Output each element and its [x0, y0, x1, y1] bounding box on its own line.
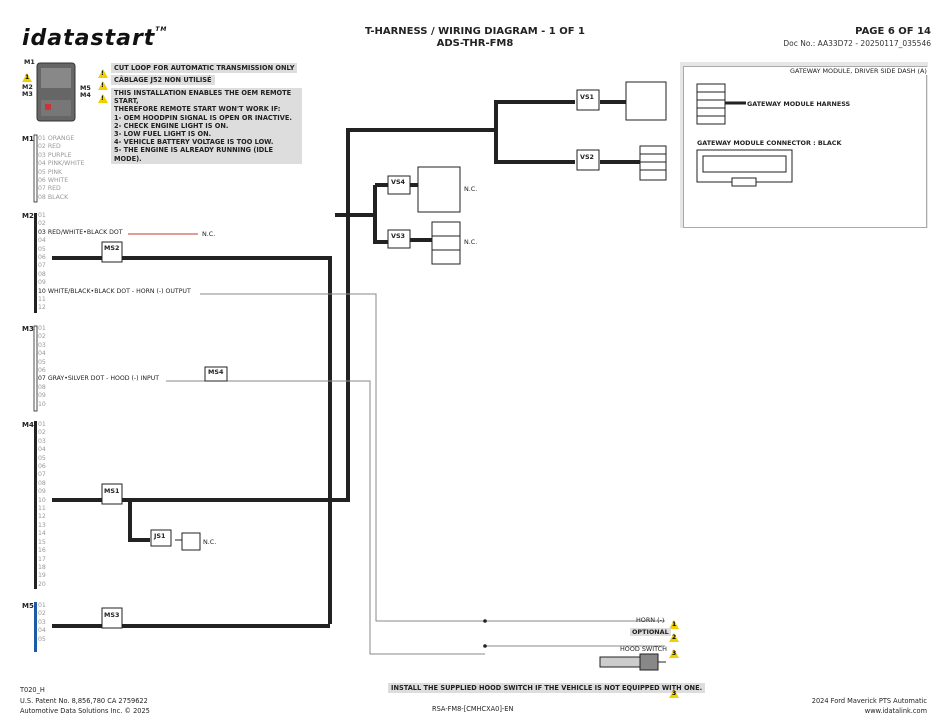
- gateway-title: GATEWAY MODULE, DRIVER SIDE DASH (A): [788, 67, 929, 75]
- wire-junctions: [483, 619, 487, 648]
- nc-label: N.C.: [203, 538, 217, 546]
- gateway-connector-label: GATEWAY MODULE CONNECTOR : BLACK: [697, 139, 842, 147]
- logo-text: idatastart: [22, 26, 156, 51]
- footer-url[interactable]: www.idatalink.com: [864, 707, 927, 715]
- label-m4-top: M4: [80, 91, 91, 99]
- nc-label: N.C.: [202, 230, 216, 238]
- connector-m3-label: M3: [22, 325, 34, 333]
- connector-strips: [33, 134, 38, 652]
- logo-trademark: TM: [155, 26, 168, 33]
- remote-start-module: [36, 62, 76, 122]
- warning-icon: 1: [22, 67, 32, 86]
- footer-patent: U.S. Patent No. 8,856,780 CA 2759622: [20, 697, 148, 705]
- label-m3-top: M3: [22, 90, 33, 98]
- plug-ms4: MS4: [208, 368, 224, 376]
- plug-vs1: VS1: [580, 93, 594, 101]
- brand-logo: idatastartTM: [22, 26, 167, 51]
- warning-icon: 3: [669, 643, 679, 662]
- hood-switch-note: INSTALL THE SUPPLIED HOOD SWITCH IF THE …: [388, 683, 706, 693]
- warning-icon: 2: [669, 627, 679, 646]
- connector-m1-label: M1: [22, 135, 34, 143]
- doc-number: Doc No.: AA33D72 - 20250117_035546: [783, 39, 931, 48]
- title-line1: T-HARNESS / WIRING DIAGRAM - 1 OF 1: [365, 26, 585, 37]
- warning-icon: !: [98, 88, 108, 107]
- plug-ms3: MS3: [104, 611, 120, 619]
- plug-boxes: [101, 89, 600, 629]
- nc-label: N.C.: [464, 185, 478, 193]
- warning-icon: 3: [669, 683, 679, 702]
- plug-vs4: VS4: [391, 178, 405, 186]
- horn-label: HORN (-): [636, 616, 665, 624]
- warning-icon: !: [98, 63, 108, 82]
- note-cablage: CÂBLAGE J52 NON UTILISÉ: [111, 75, 215, 86]
- nc-label: N.C.: [464, 238, 478, 246]
- connector-m2-label: M2: [22, 212, 34, 220]
- hood-switch-icon: [599, 653, 666, 671]
- footer-company: Automotive Data Solutions Inc. © 2025: [20, 707, 150, 715]
- diagram-title: T-HARNESS / WIRING DIAGRAM - 1 OF 1 ADS-…: [330, 26, 620, 50]
- warning-icon: 1: [669, 614, 679, 633]
- main-harness: [52, 100, 640, 628]
- plug-ms2: MS2: [104, 244, 120, 252]
- footer-code: T020_H: [20, 686, 45, 694]
- label-m1-top: M1: [24, 58, 35, 66]
- signal-wires: [128, 233, 665, 655]
- warning-icon: !: [98, 75, 108, 94]
- gateway-harness-label: GATEWAY MODULE HARNESS: [747, 100, 851, 108]
- note-remote-start: THIS INSTALLATION ENABLES THE OEM REMOTE…: [111, 88, 302, 164]
- connector-m5-label: M5: [22, 602, 34, 610]
- plug-vs2: VS2: [580, 153, 594, 161]
- label-m2-top: M2: [22, 83, 33, 91]
- page-info: PAGE 6 OF 14 Doc No.: AA33D72 - 20250117…: [783, 26, 931, 48]
- plug-ms1: MS1: [104, 487, 120, 495]
- plug-js1: JS1: [154, 532, 166, 540]
- vehicle-connectors: [181, 81, 667, 551]
- optional-label: OPTIONAL: [630, 628, 671, 636]
- connector-m4-label: M4: [22, 421, 34, 429]
- label-m5-top: M5: [80, 84, 91, 92]
- title-line2: ADS-THR-FM8: [436, 38, 514, 49]
- gateway-panel: [683, 66, 927, 228]
- footer-vehicle: 2024 Ford Maverick PTS Automatic: [811, 697, 927, 705]
- plug-vs3: VS3: [391, 232, 405, 240]
- hood-switch-label: HOOD SWITCH: [620, 645, 667, 653]
- footer-doc-code: RSA-FM8-[CMHCXA0]-EN: [432, 705, 514, 713]
- note-cut-loop: CUT LOOP FOR AUTOMATIC TRANSMISSION ONLY: [111, 63, 298, 74]
- page-number: PAGE 6 OF 14: [855, 26, 931, 37]
